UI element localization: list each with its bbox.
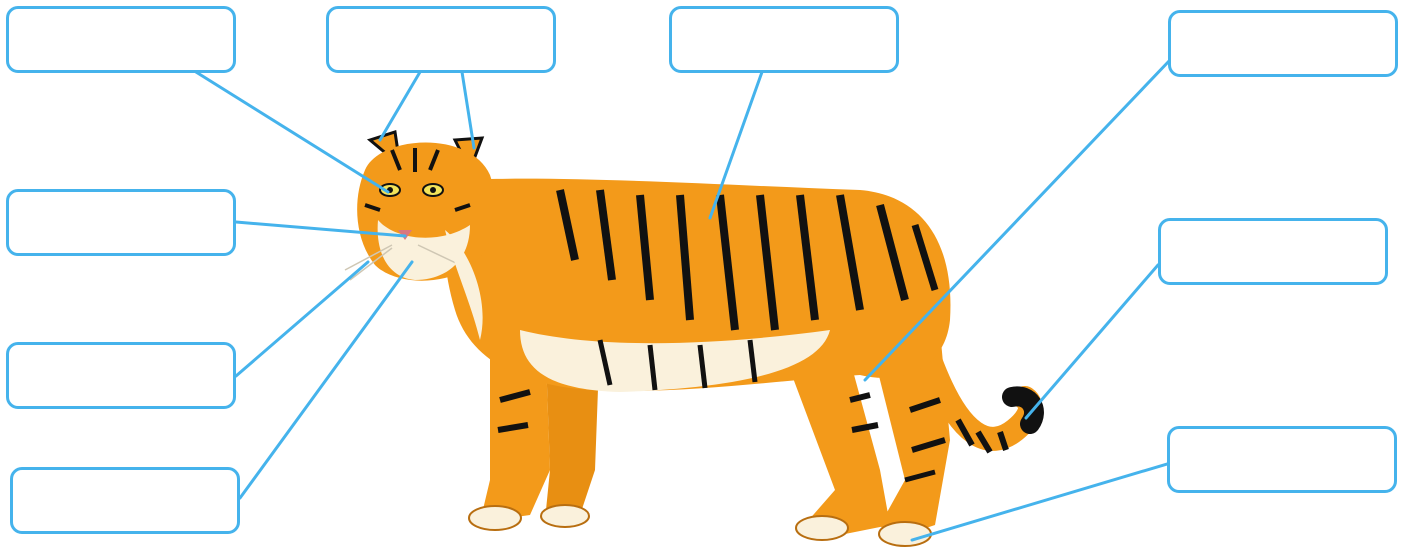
pointer-line-eye xyxy=(196,72,388,192)
pointer-line-whiskers xyxy=(236,262,368,376)
pointer-line-tail xyxy=(1026,265,1158,418)
label-box-hind-leg[interactable] xyxy=(1168,10,1398,77)
pointer-line-ear-left xyxy=(380,72,420,140)
tiger-head xyxy=(345,132,496,340)
label-box-paw[interactable] xyxy=(1167,426,1397,493)
label-box-ears[interactable] xyxy=(326,6,556,73)
label-box-mouth[interactable] xyxy=(10,467,240,534)
label-box-eye[interactable] xyxy=(6,6,236,73)
label-box-tail[interactable] xyxy=(1158,218,1388,285)
pointer-line-paw xyxy=(912,464,1167,540)
label-box-whiskers[interactable] xyxy=(6,342,236,409)
tiger-body xyxy=(444,179,950,392)
pointer-line-ear-right xyxy=(462,72,474,148)
label-box-back[interactable] xyxy=(669,6,899,73)
label-box-nose[interactable] xyxy=(6,189,236,256)
